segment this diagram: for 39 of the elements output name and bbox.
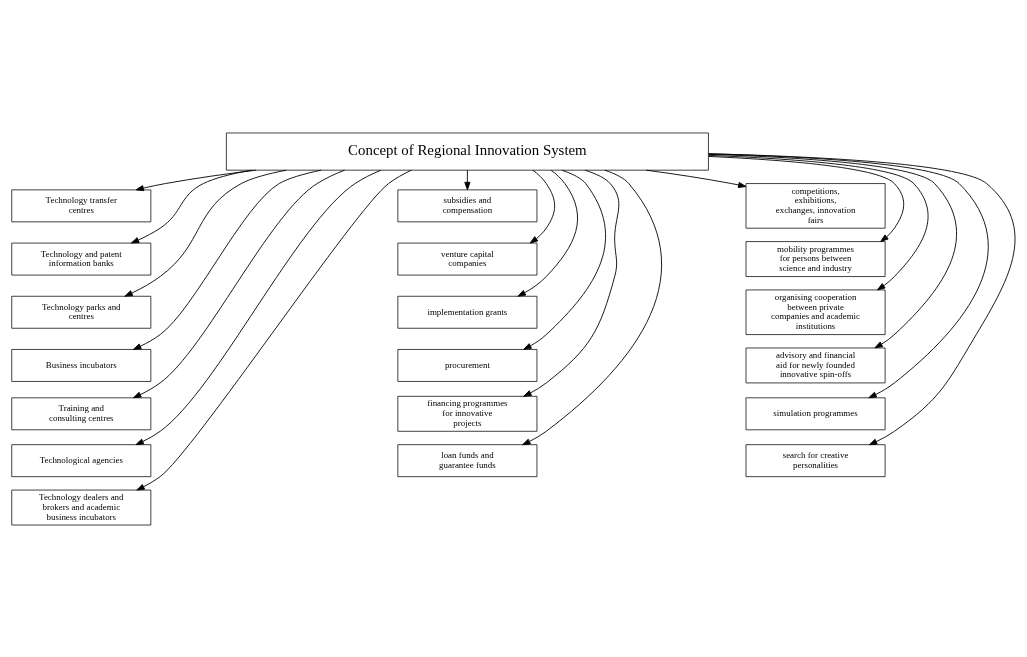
node-box: Technology parks and centres bbox=[11, 295, 152, 329]
arrow bbox=[130, 169, 252, 243]
arrow bbox=[645, 169, 747, 188]
node-box: Technology and patent information banks bbox=[11, 242, 152, 275]
node-box: competitions, exhibitions, exchanges, innovation fairs bbox=[745, 182, 886, 229]
arrow bbox=[464, 169, 471, 190]
node-box: Concept of Regional Innovation System bbox=[226, 132, 709, 171]
arrow bbox=[135, 169, 257, 191]
node-box: financing programmes for innovative projects bbox=[397, 395, 538, 432]
arrow bbox=[529, 169, 556, 243]
arrow bbox=[133, 169, 346, 398]
node-box: Training and consulting centres bbox=[11, 396, 152, 430]
node-box: mobility programmes for persons between science and industry bbox=[745, 240, 886, 277]
node-box: implementation grants bbox=[397, 295, 538, 329]
arrow bbox=[517, 169, 578, 297]
node-box: advisory and financial aid for newly founded innovative spin-offs bbox=[745, 347, 886, 383]
arrow bbox=[133, 169, 322, 350]
arrow bbox=[136, 169, 412, 490]
arrow bbox=[135, 169, 382, 445]
node-box: Technology dealers and brokers and academic business incubators bbox=[11, 489, 152, 525]
arrow bbox=[708, 152, 989, 398]
arrow bbox=[708, 152, 1016, 445]
arrow bbox=[124, 169, 287, 297]
node-box: loan funds and guarantee funds bbox=[397, 443, 538, 477]
arrow bbox=[708, 154, 929, 290]
node-box: Technology transfer centres bbox=[11, 189, 152, 222]
node-box: simulation programmes bbox=[745, 396, 886, 430]
arrow bbox=[523, 169, 620, 397]
node-box: venture capital companies bbox=[397, 242, 538, 275]
arrow bbox=[708, 155, 905, 242]
arrow bbox=[523, 169, 607, 350]
node-box: Business incubators bbox=[11, 348, 152, 382]
node-box: Technological agencies bbox=[11, 443, 152, 477]
node-box: procurement bbox=[397, 348, 538, 382]
node-box: subsidies and compensation bbox=[397, 189, 538, 222]
node-box: search for creative personalities bbox=[745, 443, 886, 477]
node-box: organising cooperation between private companies and academic institutions bbox=[745, 289, 886, 335]
arrow bbox=[708, 153, 958, 348]
arrow bbox=[522, 169, 662, 445]
